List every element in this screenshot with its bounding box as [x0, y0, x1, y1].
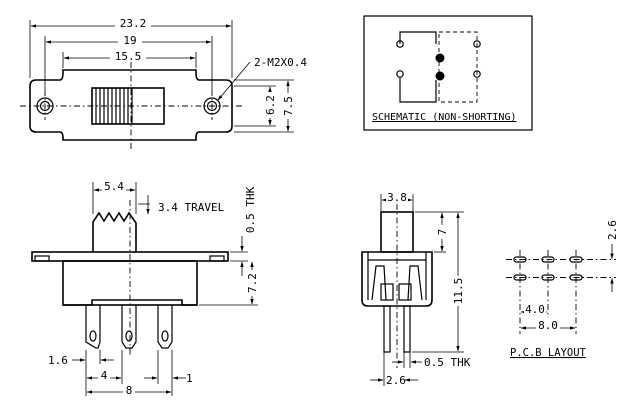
- dim-actuator-width: 5.4: [93, 180, 136, 193]
- dim-pcb-pitch: 4.0: [520, 303, 548, 316]
- plate-thickness-label: 0.5 THK: [244, 186, 257, 233]
- body-length-label: 15.5: [115, 50, 142, 63]
- pin-gap-label: 1: [186, 372, 193, 385]
- schematic-caption: SCHEMATIC (NON-SHORTING): [372, 112, 517, 123]
- schematic: SCHEMATIC (NON-SHORTING): [363, 15, 533, 131]
- pcb-layout: 2.6 4.0 8.0 P.C.B LAYOUT: [506, 220, 619, 359]
- dim-overall-length: 23.2: [30, 16, 232, 30]
- inner-height-label: 6.2: [264, 95, 277, 115]
- pcb-span-label: 8.0: [538, 319, 558, 332]
- pin-pitch-label: 4: [101, 369, 108, 382]
- pcb-pitch-label: 4.0: [525, 303, 545, 316]
- pcb-caption: P.C.B LAYOUT: [510, 347, 587, 359]
- pcb-row-spacing-label: 2.6: [606, 220, 619, 240]
- overall-length-label: 23.2: [120, 17, 147, 30]
- side-actuator-height-label: 7: [436, 229, 449, 236]
- travel-label: 3.4 TRAVEL: [158, 201, 225, 214]
- dim-pin-pitch: 4: [86, 369, 122, 382]
- dim-side-actuator-width: 3.8: [381, 191, 413, 204]
- dim-side-total-height: 11.5: [451, 212, 465, 352]
- top-view: 23.2 19 15.5: [20, 16, 307, 150]
- pin-width-label: 1.6: [48, 354, 68, 367]
- hole-spacing-label: 19: [123, 34, 136, 47]
- side-pin-spacing-label: 2.6: [386, 374, 406, 387]
- side-actuator-width-label: 3.8: [387, 191, 407, 204]
- dim-travel: 3.4 TRAVEL: [146, 195, 225, 215]
- dim-pcb-span: 8.0: [520, 319, 576, 332]
- actuator-width-label: 5.4: [104, 180, 124, 193]
- schematic-frame: [363, 15, 533, 131]
- body-height-label: 7.2: [246, 273, 259, 293]
- dim-side-pin-thickness: 0.5 THK: [392, 356, 471, 369]
- side-total-height-label: 11.5: [452, 278, 465, 305]
- front-view: 5.4 3.4 TRAVEL 0.5 THK 7.2 1.6: [31, 180, 259, 397]
- dim-plate-thickness: 0.5 THK: [240, 186, 257, 276]
- mount-note-label: 2-M2X0.4: [254, 56, 307, 69]
- dim-outer-height: 7.5: [281, 80, 295, 132]
- dim-hole-spacing: 19: [45, 33, 212, 47]
- top-outline: [29, 69, 233, 141]
- outer-height-label: 7.5: [282, 96, 295, 116]
- dim-pin-span: 8: [86, 383, 172, 397]
- dim-side-actuator-height: 7: [435, 212, 449, 252]
- dim-pcb-row-spacing: 2.6: [606, 220, 619, 292]
- side-view: 3.8 7 11.5 0.5 THK 2.6: [361, 191, 471, 387]
- dim-pin-width: 1.6: [48, 354, 114, 367]
- pin-span-label: 8: [126, 384, 133, 397]
- dim-body-length: 15.5: [63, 49, 196, 63]
- dim-inner-height: 6.2: [263, 86, 277, 126]
- side-pin-thickness-label: 0.5 THK: [424, 356, 471, 369]
- dim-body-height: 7.2: [245, 261, 259, 305]
- dim-pin-gap: 1: [144, 372, 193, 385]
- dim-side-pin-spacing: 2.6: [370, 374, 418, 387]
